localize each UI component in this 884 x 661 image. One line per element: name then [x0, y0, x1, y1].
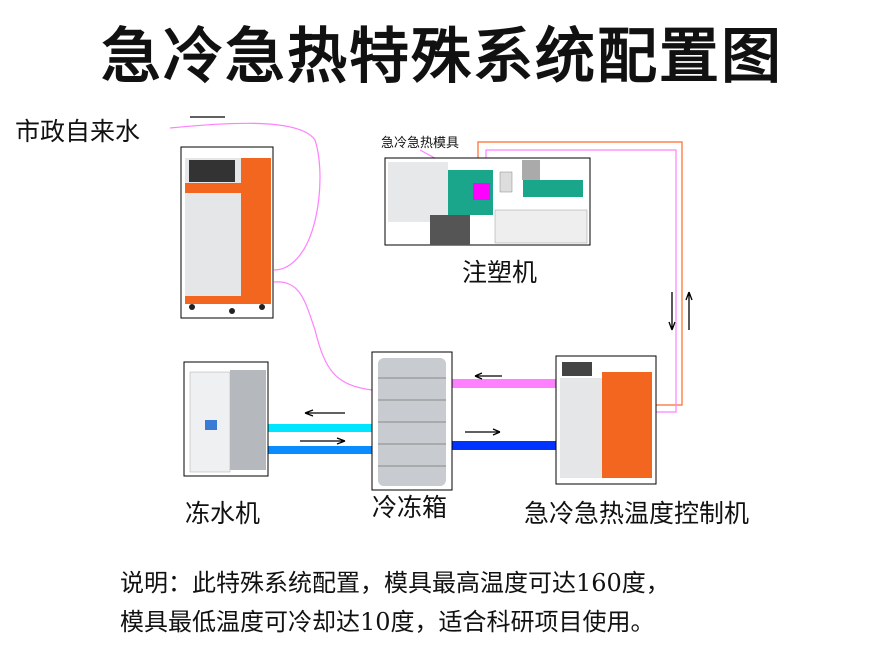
diagram-title: 急冷急热特殊系统配置图	[101, 22, 783, 92]
cold-supply-pipe	[268, 424, 372, 432]
machine-to-tank-pipe	[273, 281, 373, 391]
hot-pipe	[452, 379, 556, 388]
mold-supply-line	[477, 141, 683, 406]
chiller-image	[183, 361, 269, 477]
flow-arrows	[300, 291, 693, 445]
tank-label: 冷冻箱	[372, 493, 448, 522]
water-supply-pipe	[169, 122, 321, 271]
chiller-label: 冻水机	[185, 499, 261, 528]
description-line-1: 说明：此特殊系统配置，模具最高温度可达160度，	[120, 569, 670, 597]
mold-label: 急冷急热模具	[381, 136, 460, 151]
injection-machine-image	[384, 157, 591, 246]
tank-image	[371, 351, 453, 491]
injection-machine-label: 注塑机	[462, 258, 538, 287]
water-supply-label: 市政自来水	[15, 117, 141, 146]
water-unit-image	[180, 146, 274, 319]
controller-label: 急冷急热温度控制机	[524, 499, 750, 528]
cold-pipe	[452, 441, 556, 450]
description-line-2: 模具最低温度可冷却达10度，适合科研项目使用。	[120, 608, 655, 636]
controller-image	[555, 355, 657, 485]
cold-return-pipe	[268, 446, 372, 454]
